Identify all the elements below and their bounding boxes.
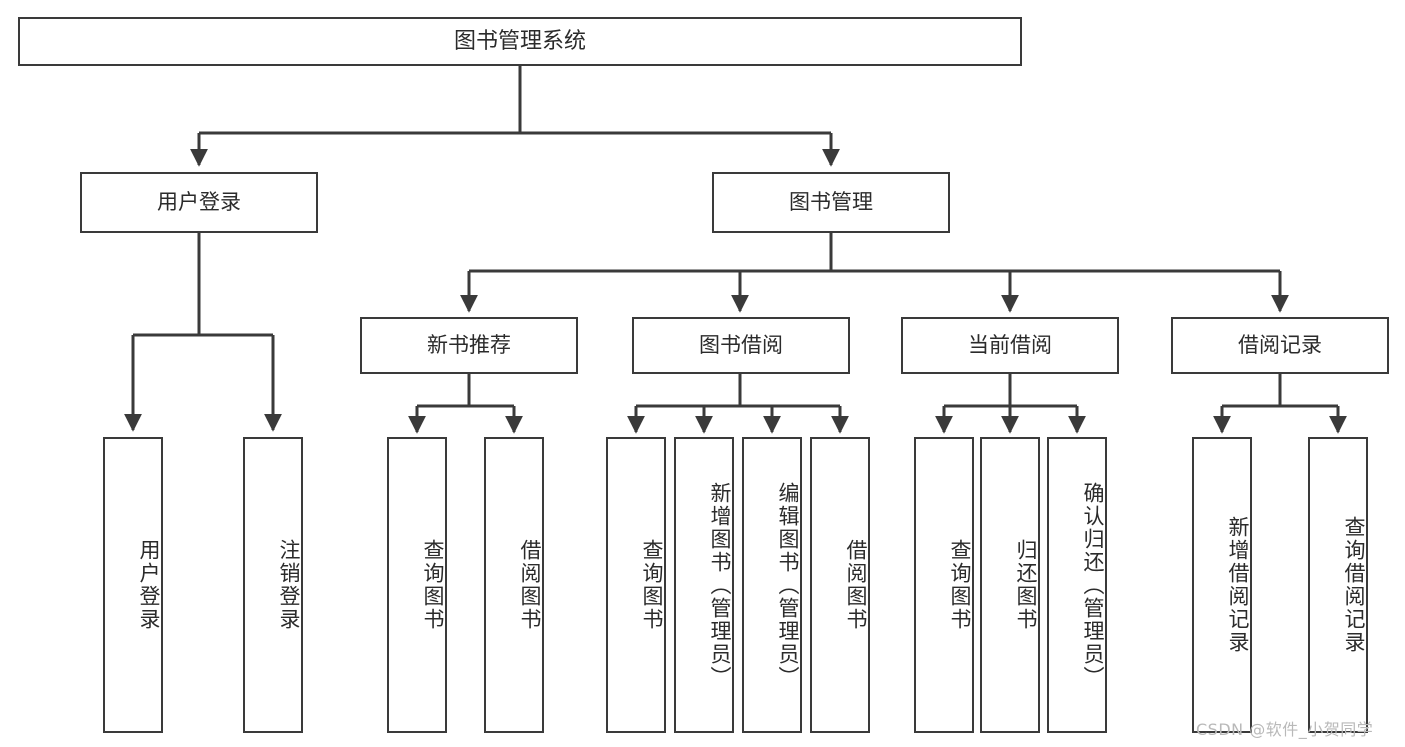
- node-user-login[interactable]: 用户登录: [80, 172, 318, 233]
- node-label: 查询图书: [640, 539, 664, 631]
- node-leaf-confirm-return[interactable]: 确认归还（管理员）: [1047, 437, 1107, 733]
- node-label: 新增图书（管理员）: [708, 481, 732, 689]
- csdn-watermark: CSDN @软件_小贺同学: [1196, 720, 1374, 739]
- node-label: 确认归还（管理员）: [1081, 481, 1105, 689]
- node-label: 查询图书: [948, 539, 972, 631]
- node-label: 当前借阅: [968, 333, 1052, 358]
- node-label: 新增借阅记录: [1226, 516, 1250, 654]
- node-leaf-return-book[interactable]: 归还图书: [980, 437, 1040, 733]
- node-leaf-query-book-current[interactable]: 查询图书: [914, 437, 974, 733]
- node-label: 借阅图书: [518, 539, 542, 631]
- node-label: 查询借阅记录: [1342, 516, 1366, 654]
- node-leaf-add-book[interactable]: 新增图书（管理员）: [674, 437, 734, 733]
- node-label: 图书管理: [789, 190, 873, 215]
- node-label: 用户登录: [137, 539, 161, 631]
- node-label: 查询图书: [421, 539, 445, 631]
- node-book-management[interactable]: 图书管理: [712, 172, 950, 233]
- node-root-book-management-system[interactable]: 图书管理系统: [18, 17, 1022, 66]
- node-leaf-query-borrow-record[interactable]: 查询借阅记录: [1308, 437, 1368, 733]
- node-leaf-query-book-borrow[interactable]: 查询图书: [606, 437, 666, 733]
- node-leaf-borrow-book-recommend[interactable]: 借阅图书: [484, 437, 544, 733]
- node-leaf-user-login[interactable]: 用户登录: [103, 437, 163, 733]
- node-label: 图书管理系统: [453, 28, 586, 54]
- node-label: 编辑图书（管理员）: [776, 481, 800, 689]
- node-leaf-add-borrow-record[interactable]: 新增借阅记录: [1192, 437, 1252, 733]
- node-leaf-borrow-book[interactable]: 借阅图书: [810, 437, 870, 733]
- node-label: 借阅记录: [1238, 333, 1322, 358]
- node-label: 归还图书: [1014, 539, 1038, 631]
- node-label: 借阅图书: [844, 539, 868, 631]
- node-new-book-recommend[interactable]: 新书推荐: [360, 317, 578, 374]
- node-book-borrow[interactable]: 图书借阅: [632, 317, 850, 374]
- node-label: 注销登录: [277, 539, 301, 631]
- node-label: 新书推荐: [427, 333, 511, 358]
- node-leaf-logout-login[interactable]: 注销登录: [243, 437, 303, 733]
- node-current-borrow[interactable]: 当前借阅: [901, 317, 1119, 374]
- node-borrow-record[interactable]: 借阅记录: [1171, 317, 1389, 374]
- node-leaf-query-book-recommend[interactable]: 查询图书: [387, 437, 447, 733]
- node-label: 用户登录: [157, 190, 241, 215]
- node-leaf-edit-book[interactable]: 编辑图书（管理员）: [742, 437, 802, 733]
- node-label: 图书借阅: [699, 333, 783, 358]
